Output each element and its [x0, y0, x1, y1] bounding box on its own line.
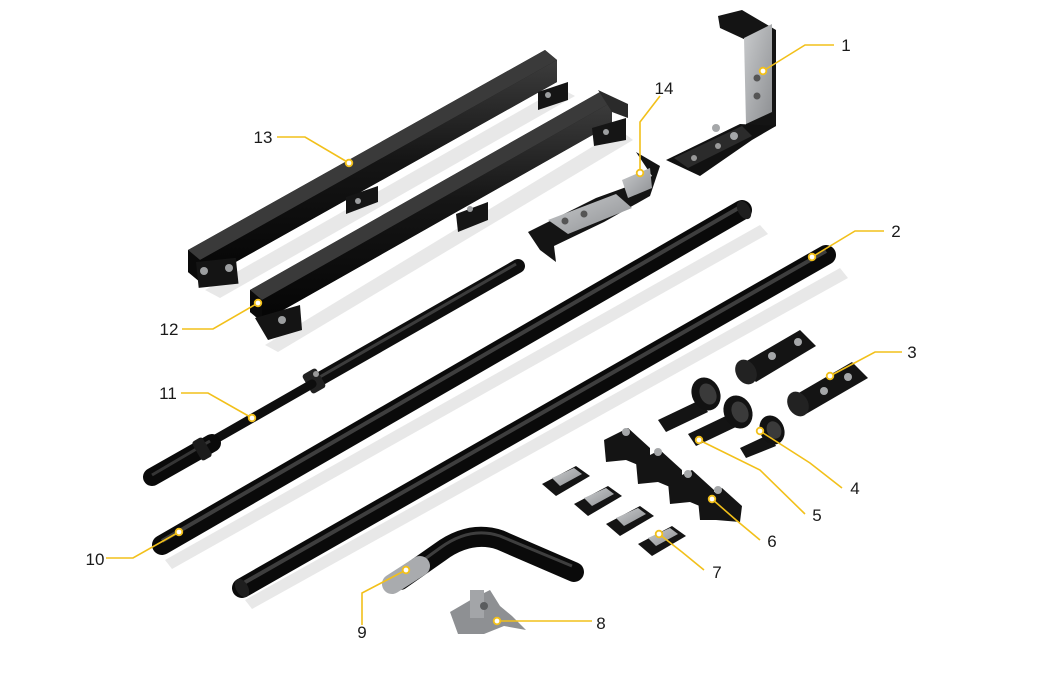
callout-11: 11 — [159, 384, 257, 423]
part-2-long-tube — [232, 245, 836, 598]
part-shadows — [165, 88, 848, 609]
part-3-pipe-clamps — [735, 330, 868, 417]
callout-leader-9 — [361, 569, 407, 625]
callout-leader-2 — [811, 230, 884, 258]
callout-13: 13 — [254, 128, 354, 168]
callout-label-11: 11 — [159, 384, 177, 403]
callout-dot-12 — [253, 298, 263, 308]
callout-label-14: 14 — [655, 79, 674, 98]
callout-leader-4 — [759, 430, 843, 489]
callout-dot-11 — [247, 413, 257, 423]
callout-leader-3 — [829, 351, 902, 377]
callout-leader-14 — [639, 95, 661, 173]
callout-dot-13 — [344, 158, 354, 168]
callout-label-7: 7 — [712, 563, 721, 582]
part-14-bent-bracket — [528, 152, 660, 262]
callout-dot-9 — [401, 565, 411, 575]
callout-label-5: 5 — [812, 506, 821, 525]
callout-leader-1 — [762, 44, 834, 72]
callout-14: 14 — [635, 79, 674, 178]
callout-leader-6 — [711, 498, 761, 541]
part-10-long-tube — [152, 200, 752, 555]
callout-leader-7 — [658, 533, 705, 571]
callout-label-3: 3 — [907, 343, 916, 362]
part-9-bent-tube — [382, 526, 584, 594]
callout-dot-8 — [492, 616, 502, 626]
callout-dot-10 — [174, 527, 184, 537]
callout-6: 6 — [707, 494, 777, 551]
part-5-clamp-rings — [658, 377, 753, 446]
callout-label-12: 12 — [160, 320, 179, 339]
part-8-latch — [450, 590, 526, 634]
part-13-square-bar — [188, 50, 568, 288]
callout-2: 2 — [807, 222, 901, 262]
callout-dot-7 — [654, 529, 664, 539]
callout-leader-10 — [106, 531, 180, 559]
callout-leader-13 — [277, 136, 350, 164]
callout-3: 3 — [825, 343, 917, 381]
callout-12: 12 — [160, 298, 263, 339]
part-1-l-bracket — [666, 10, 776, 176]
callout-7: 7 — [654, 529, 722, 582]
callout-8: 8 — [492, 614, 606, 633]
callout-label-1: 1 — [841, 36, 850, 55]
callout-dot-6 — [707, 494, 717, 504]
callout-dot-1 — [758, 66, 768, 76]
part-11-telescopic-rod — [143, 259, 525, 486]
callout-9: 9 — [357, 565, 411, 642]
callout-10: 10 — [86, 527, 184, 569]
callout-leader-11 — [181, 392, 253, 419]
callout-label-8: 8 — [596, 614, 605, 633]
callout-1: 1 — [758, 36, 851, 76]
callout-leader-12 — [182, 302, 259, 330]
callout-label-2: 2 — [891, 222, 900, 241]
part-12-square-bar — [250, 90, 628, 340]
part-4-clamp-ring — [740, 415, 785, 458]
callout-dot-3 — [825, 371, 835, 381]
callout-4: 4 — [755, 426, 860, 498]
callout-label-4: 4 — [850, 479, 859, 498]
part-7-small-clips — [542, 466, 686, 556]
callout-leader-5 — [698, 439, 806, 515]
callout-label-6: 6 — [767, 532, 776, 551]
callout-dot-5 — [694, 435, 704, 445]
callout-dot-2 — [807, 252, 817, 262]
callout-label-13: 13 — [254, 128, 273, 147]
callout-5: 5 — [694, 435, 822, 525]
callout-label-9: 9 — [357, 623, 366, 642]
callout-label-10: 10 — [86, 550, 105, 569]
callout-dot-4 — [755, 426, 765, 436]
callout-dot-14 — [635, 168, 645, 178]
